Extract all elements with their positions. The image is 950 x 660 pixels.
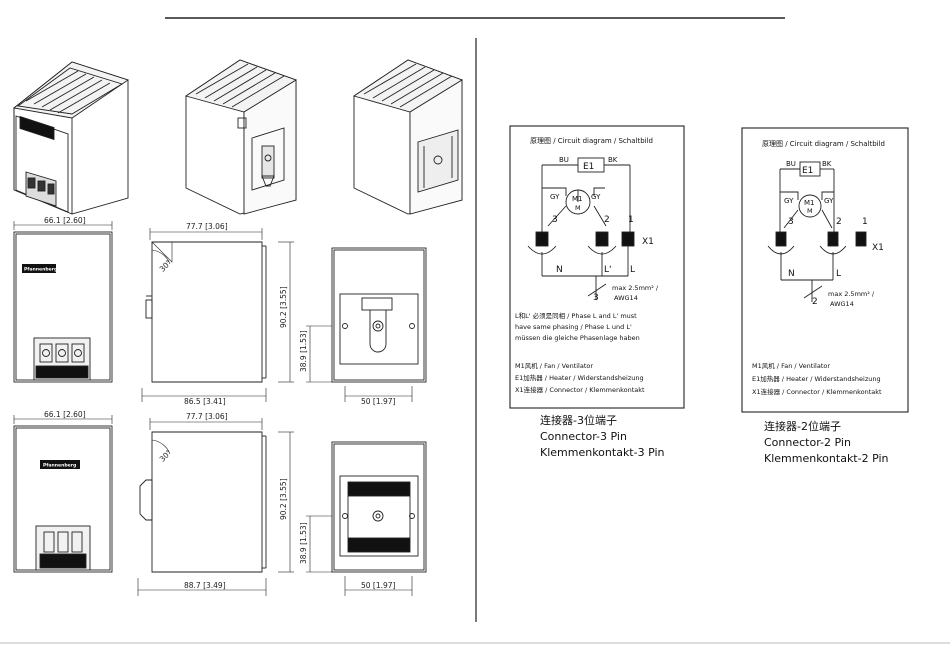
rear-view-1: [306, 247, 427, 402]
c2-pin2: 2: [836, 217, 842, 227]
c2-m1-sub: M: [807, 207, 813, 215]
c3-legend3: X1连接器 / Connector / Klemmenkontakt: [515, 385, 645, 394]
c2-x1: X1: [872, 243, 884, 253]
c2-legend2: E1加热器 / Heater / Widerstandsheizung: [752, 374, 881, 383]
c2-wire-count: 2: [812, 297, 818, 307]
c2-l: L: [836, 269, 841, 279]
c2-e1: E1: [802, 166, 813, 176]
c3-wire-size: max 2.5mm² /: [612, 284, 659, 292]
dim-front-width-2: 66.1 [2.60]: [44, 410, 86, 419]
c3-gy-left: GY: [550, 193, 560, 201]
c3-note2: have same phasing / Phase L und L': [515, 323, 632, 331]
circuit-3pin: 原理图 / Circuit diagram / Schaltbild: [509, 125, 685, 459]
c2-caption3: Klemmenkontakt-2 Pin: [764, 452, 889, 465]
fan-m1-2pin: [798, 194, 822, 218]
c3-m1: M1: [572, 195, 583, 203]
c2-bu: BU: [786, 160, 796, 168]
dim-rear-width-1: 50 [1.97]: [361, 397, 396, 406]
c2-pin3: 3: [788, 217, 794, 227]
iso-view-back-rail: [352, 59, 464, 215]
c3-bk: BK: [608, 156, 618, 164]
dim-side-bottom-1: 86.5 [3.41]: [184, 397, 226, 406]
c3-note1: L和L' 必须是同相 / Phase L and L' must: [515, 311, 637, 320]
c3-e1: E1: [583, 162, 594, 172]
c3-m1-sub: M: [575, 204, 581, 212]
c3-legend1: M1风机 / Fan / Ventilator: [515, 361, 593, 370]
c3-caption1: 连接器-3位端子: [540, 413, 617, 427]
c3-caption3: Klemmenkontakt-3 Pin: [540, 446, 665, 459]
c3-legend2: E1加热器 / Heater / Widerstandsheizung: [515, 373, 644, 382]
dim-front-width-1: 66.1 [2.60]: [44, 216, 86, 225]
circuit-2pin-title: 原理图 / Circuit diagram / Schaltbild: [762, 140, 885, 148]
c3-caption2: Connector-3 Pin: [540, 430, 627, 443]
c2-awg: AWG14: [830, 300, 854, 308]
c2-gy-left: GY: [784, 197, 794, 205]
c2-gy-right: GY: [824, 197, 834, 205]
dim-side-height-1: 90.2 [3.55]: [279, 286, 288, 328]
c3-pin3: 3: [552, 215, 558, 225]
side-view-2: [137, 418, 294, 596]
c2-caption2: Connector-2 Pin: [764, 436, 851, 449]
circuit-3pin-frame: [509, 125, 685, 409]
iso-view-front: [12, 61, 130, 215]
front2-brand-text: Pfannenberg: [43, 463, 76, 469]
c3-awg: AWG14: [614, 294, 638, 302]
c3-note3: müssen die gleiche Phasenlage haben: [515, 334, 640, 342]
front-view-2: [13, 415, 113, 573]
dim-rear-width-2: 50 [1.97]: [361, 581, 396, 590]
circuit-2pin-frame: [741, 127, 909, 413]
c2-legend1: M1风机 / Fan / Ventilator: [752, 361, 830, 370]
c3-bu: BU: [559, 156, 569, 164]
rear-view-2: [306, 441, 427, 596]
c3-gy-right: GY: [591, 193, 601, 201]
c2-caption1: 连接器-2位端子: [764, 419, 841, 433]
c2-legend3: X1连接器 / Connector / Klemmenkontakt: [752, 387, 882, 396]
c2-pin1: 1: [862, 217, 868, 227]
side-view-1: [141, 228, 294, 402]
c2-bk: BK: [822, 160, 832, 168]
dim-side-depth-1: 77.7 [3.06]: [186, 222, 228, 231]
front1-brand-text: Pfannenberg: [24, 267, 57, 273]
c2-n: N: [788, 269, 795, 279]
c3-n: N: [556, 265, 563, 275]
c2-m1: M1: [804, 199, 815, 207]
front2-brand-label: [40, 460, 80, 469]
c3-pin1: 1: [628, 215, 634, 225]
iso-view-back-clip: [184, 59, 298, 215]
front-view-1: [13, 221, 113, 383]
dim-side-height-2: 90.2 [3.55]: [279, 478, 288, 520]
c3-l: L: [630, 265, 635, 275]
c3-wire-count: 3: [593, 293, 599, 303]
c3-lprime: L': [604, 265, 612, 275]
circuit-3pin-title: 原理图 / Circuit diagram / Schaltbild: [530, 137, 653, 145]
dim-rear-hole-2: 38.9 [1.53]: [299, 522, 308, 564]
circuit-2pin: 原理图 / Circuit diagram / Schaltbild E1 BU: [741, 127, 909, 465]
c2-wire-size: max 2.5mm² /: [828, 290, 875, 298]
c3-pin2: 2: [604, 215, 610, 225]
c3-x1: X1: [642, 237, 654, 247]
dim-side-depth-2: 77.7 [3.06]: [186, 412, 228, 421]
dim-rear-hole-1: 38.9 [1.53]: [299, 330, 308, 372]
dim-side-bottom-2: 88.7 [3.49]: [184, 581, 226, 590]
front1-brand-label: [22, 264, 56, 273]
